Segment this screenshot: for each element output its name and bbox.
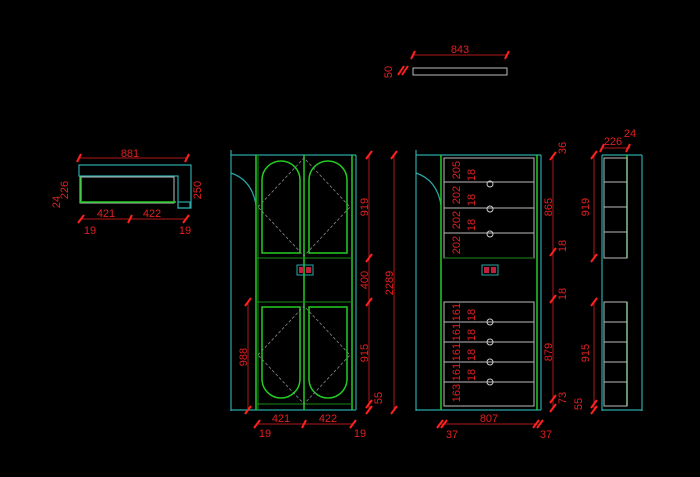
dim-upper-thk-3: 18	[466, 219, 478, 231]
dim-int-top-gap: 36	[557, 142, 569, 154]
dim-lower-thk-4: 18	[466, 369, 478, 381]
front-elevation: 919 400 915 55 2289 988 421 422 19 19	[230, 150, 398, 440]
control-panel-icon	[481, 264, 499, 276]
upper-left-door-panel	[261, 160, 301, 254]
dim-upper-shelf-1: 205	[451, 161, 463, 179]
dim-plan-side-right: 19	[179, 225, 191, 237]
dim-lower-thk-3: 18	[466, 349, 478, 361]
dim-front-total: 2289	[384, 271, 396, 295]
drawer-handles	[486, 180, 494, 386]
dim-side-lower: 915	[580, 344, 592, 362]
lower-left-door-panel	[261, 306, 301, 399]
control-panel-icon	[296, 264, 314, 276]
dim-front-side-right: 19	[354, 428, 366, 440]
dim-upper-shelf-4: 202	[451, 236, 463, 254]
dim-int-side-left: 37	[446, 429, 458, 441]
plan-view: 881 226 24 250 421 422 19 19	[51, 148, 204, 237]
dim-int-side-right: 37	[540, 429, 552, 441]
dim-front-plinth: 55	[373, 392, 385, 404]
dim-plan-depth-left: 226	[59, 181, 71, 199]
side-section: 226 24 919 915 55	[573, 128, 643, 415]
dim-plan-half-left: 421	[97, 208, 115, 220]
dim-int-lower-top: 18	[557, 288, 569, 300]
lower-right-door-panel	[308, 306, 348, 399]
dim-plan-thickness-left: 24	[51, 196, 63, 208]
dim-lower-shelf-5: 163	[451, 384, 463, 402]
dim-side-upper: 919	[580, 198, 592, 216]
dim-front-door-left: 421	[272, 413, 290, 425]
dim-upper-shelf-2: 202	[451, 186, 463, 204]
dim-plan-half-right: 422	[143, 208, 161, 220]
dim-front-upper: 919	[359, 198, 371, 216]
plan-drawer	[79, 176, 175, 204]
dim-front-lower: 915	[359, 344, 371, 362]
dim-front-door-right: 422	[319, 413, 337, 425]
upper-right-door-panel	[308, 160, 348, 254]
dim-int-lower: 879	[543, 343, 555, 361]
dim-plan-side-left: 19	[84, 225, 96, 237]
top-panel-outline	[412, 67, 508, 76]
dim-front-side-left: 19	[259, 428, 271, 440]
dim-lower-shelf-1: 161	[451, 303, 463, 321]
dim-top-width: 843	[451, 44, 469, 56]
dim-int-upper-bottom: 18	[557, 240, 569, 252]
dim-front-middle: 400	[359, 271, 371, 289]
dim-lower-shelf-2: 161	[451, 323, 463, 341]
dim-front-left-height: 988	[238, 348, 250, 366]
dim-plan-depth-right: 250	[192, 181, 204, 199]
dim-plan-width: 881	[121, 148, 139, 160]
top-panel-view: 843 50	[383, 44, 510, 78]
dim-side-plinth: 55	[573, 398, 585, 410]
dim-lower-thk-1: 18	[466, 309, 478, 321]
dim-lower-thk-2: 18	[466, 329, 478, 341]
dim-upper-thk-1: 18	[466, 169, 478, 181]
dim-top-thickness: 50	[383, 66, 395, 78]
dim-side-depth: 226	[604, 136, 622, 148]
dim-upper-thk-2: 18	[466, 194, 478, 206]
dim-int-bottom-gap: 73	[557, 392, 569, 404]
dim-upper-shelf-3: 202	[451, 211, 463, 229]
dim-lower-shelf-3: 161	[451, 343, 463, 361]
interior-elevation: 205 202 202 202 18 18 18 161 161 161 161…	[415, 142, 569, 441]
dim-int-upper: 865	[543, 198, 555, 216]
dim-lower-shelf-4: 161	[451, 363, 463, 381]
dim-side-back: 24	[624, 128, 636, 140]
dim-int-width: 807	[480, 413, 498, 425]
